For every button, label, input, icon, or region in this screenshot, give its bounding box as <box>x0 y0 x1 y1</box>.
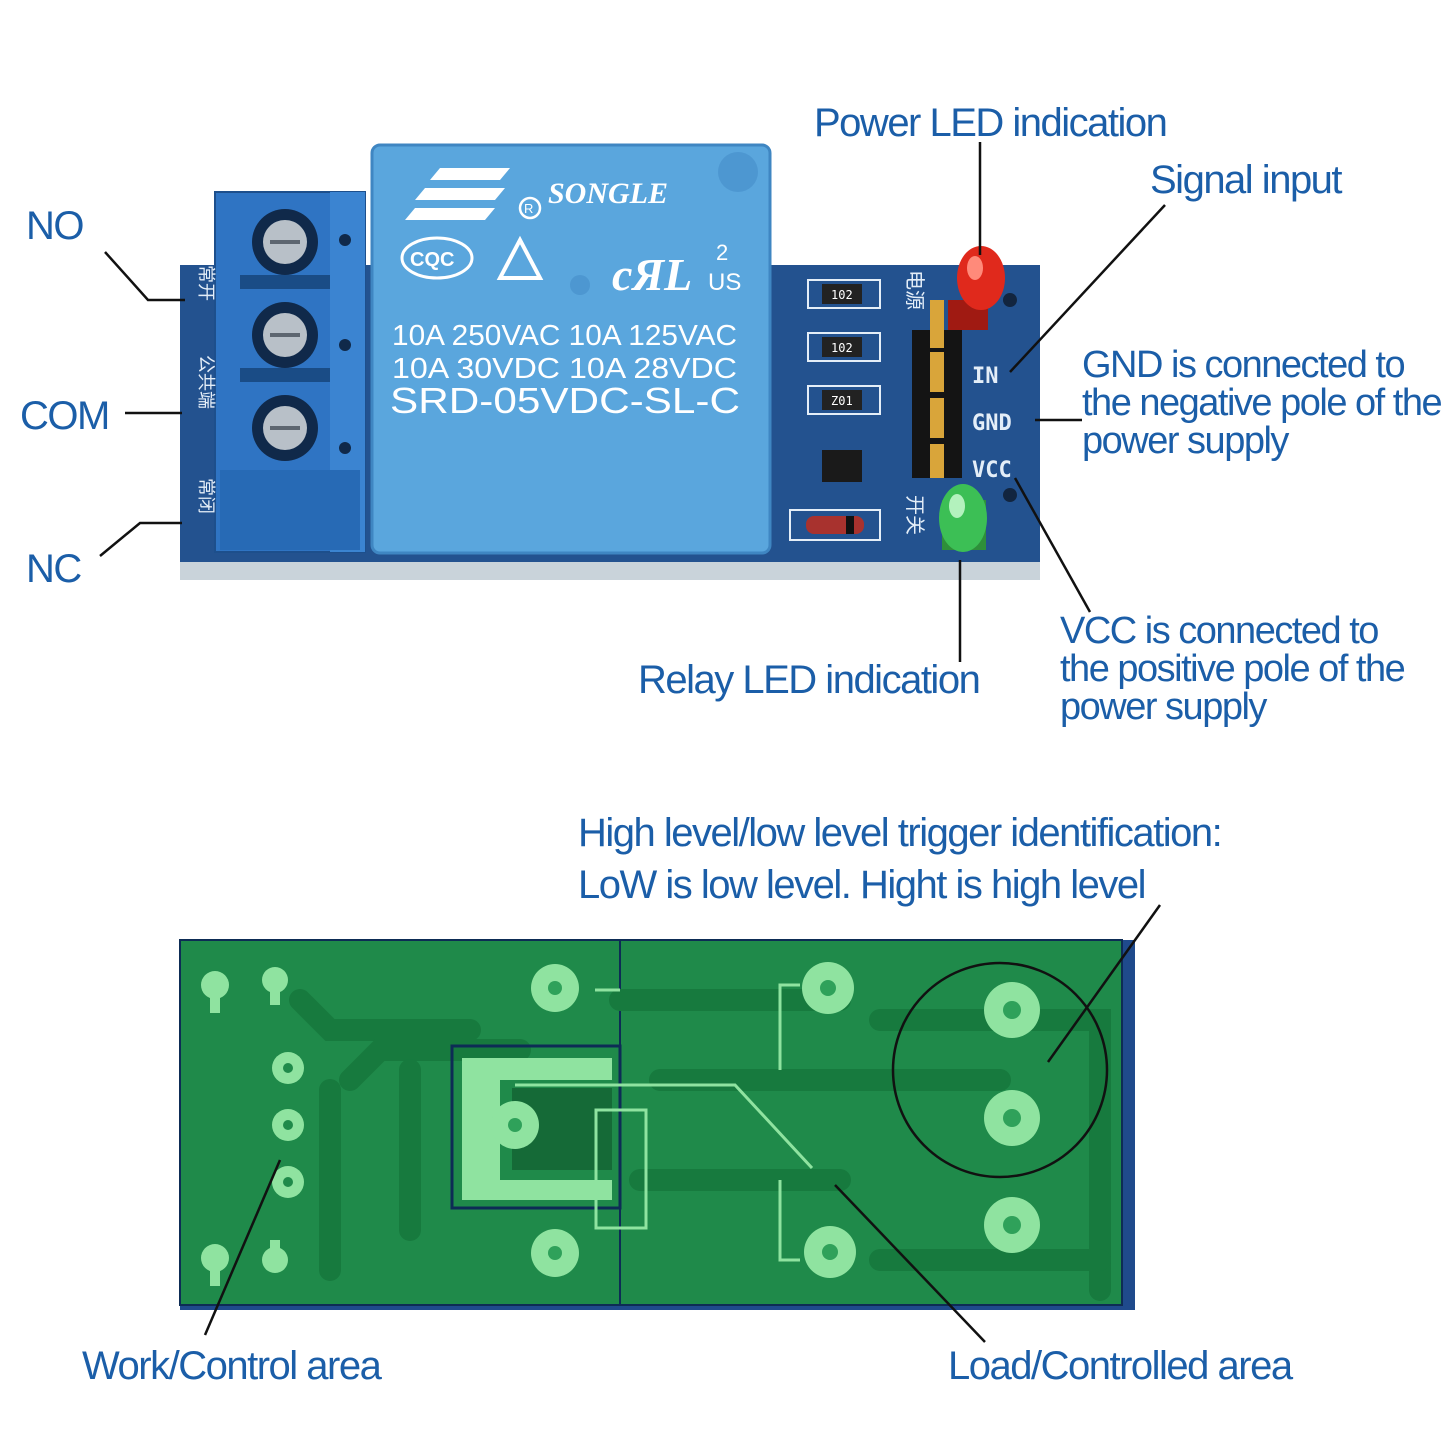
label-com: COM <box>20 394 110 438</box>
label-nc: NC <box>26 547 82 591</box>
label-gnd-note: GND is connected to the negative pole of… <box>1082 344 1443 462</box>
label-load-area: Load/Controlled area <box>948 1344 1293 1388</box>
leader-lines-top <box>99 142 1166 662</box>
label-no: NO <box>26 204 85 248</box>
songle-logo-icon <box>405 168 510 220</box>
svg-text:公共端: 公共端 <box>195 355 216 409</box>
label-trigger-id-1: High level/low level trigger identificat… <box>578 811 1223 855</box>
relay-module-bottom-view <box>179 939 1135 1310</box>
ul-mark-icon: cЯL <box>612 249 692 300</box>
svg-text:开关: 开关 <box>903 495 927 535</box>
leader-lines-bottom <box>203 904 1162 1343</box>
pcb-board-edge <box>180 562 1040 580</box>
svg-text:R: R <box>524 201 533 216</box>
relay-led <box>939 484 1017 552</box>
svg-text:2: 2 <box>716 240 728 265</box>
relay-module-top-view: SONGLE R CQC cЯL 2 US 10A 250VAC 10A 125… <box>180 143 1040 580</box>
svg-text:常开: 常开 <box>195 265 216 301</box>
pin-label-in: IN <box>972 364 999 389</box>
solder-pads-left <box>201 967 304 1286</box>
screw-terminal-block <box>214 191 366 553</box>
power-led <box>948 246 1017 330</box>
smd-components: 102 102 Z01 <box>789 279 881 541</box>
svg-text:电源: 电源 <box>903 270 927 310</box>
relay-model: SRD-05VDC-SL-C <box>390 380 740 421</box>
relay-brand: SONGLE <box>548 177 668 210</box>
svg-text:102: 102 <box>831 341 853 355</box>
svg-text:US: US <box>708 269 741 296</box>
silkscreen-terminal-labels: 常开 公共端 常闭 <box>195 265 216 514</box>
relay-rating-line-1: 10A 250VAC 10A 125VAC <box>392 320 737 352</box>
relay-body: SONGLE R CQC cЯL 2 US 10A 250VAC 10A 125… <box>370 143 772 555</box>
svg-text:Z01: Z01 <box>831 394 853 408</box>
cqc-mark-icon <box>400 236 474 280</box>
svg-text:102: 102 <box>831 288 853 302</box>
label-signal-input: Signal input <box>1150 158 1343 202</box>
pin-label-vcc: VCC <box>972 458 1012 483</box>
trigger-marker-circle <box>891 961 1109 1179</box>
header-pins <box>912 300 962 478</box>
pin-label-gnd: GND <box>972 411 1012 436</box>
svg-text:常闭: 常闭 <box>195 478 216 514</box>
label-trigger-id-2: LoW is low level. Hight is high level <box>578 863 1146 907</box>
relay-mold-dot <box>718 152 758 192</box>
label-work-area: Work/Control area <box>82 1344 382 1388</box>
warning-triangle-icon <box>496 235 544 280</box>
transistor <box>822 450 862 482</box>
relay-rating-line-2: 10A 30VDC 10A 28VDC <box>392 353 737 385</box>
label-relay-led: Relay LED indication <box>638 658 981 702</box>
diode <box>806 516 864 534</box>
label-power-led: Power LED indication <box>814 101 1168 145</box>
label-vcc-note: VCC is connected to the positive pole of… <box>1060 610 1406 728</box>
svg-text:CQC: CQC <box>410 249 454 271</box>
